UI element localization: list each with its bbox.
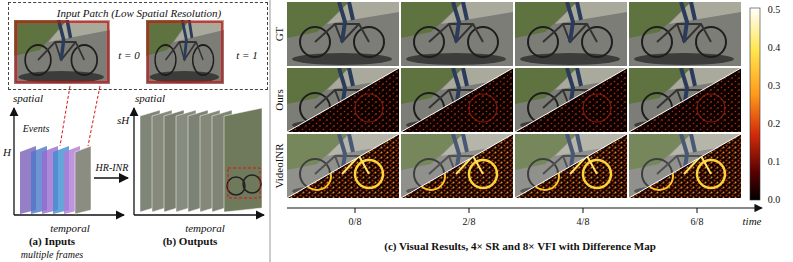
row-label: Ours: [273, 89, 285, 110]
time-tick: 4/8: [577, 216, 590, 227]
colorbar-tick: 0.0: [768, 194, 781, 205]
colorbar-tick: 0.3: [768, 80, 781, 91]
time-tick: 2/8: [463, 216, 476, 227]
row-label: VideoINR: [273, 143, 285, 188]
colorbar-tick: 0.4: [768, 42, 781, 53]
time-tick: 6/8: [691, 216, 704, 227]
time-label: t = 0: [118, 49, 139, 61]
subfigure-caption: (c) Visual Results, 4× SR and 8× VFI wit…: [384, 240, 656, 252]
arrow-label: HR-INR: [96, 162, 129, 173]
colorbar-tick: 0.5: [768, 4, 781, 15]
colorbar-tick: 0.2: [768, 118, 781, 129]
dimension-label: H: [3, 146, 11, 158]
time-tick: 0/8: [349, 216, 362, 227]
panel-heading: Input Patch (Low Spatial Resolution): [57, 7, 221, 19]
axis-label: temporal: [185, 222, 225, 234]
input-patch-panel: Input Patch (Low Spatial Resolution) t = …: [8, 2, 268, 90]
axis-label: spatial: [13, 92, 43, 104]
subfigure-label: (b) Outputs: [163, 235, 218, 247]
time-label: t = 1: [236, 49, 257, 61]
axis-label: temporal: [50, 222, 90, 234]
dimension-label: sH: [117, 114, 129, 126]
axis-label: spatial: [135, 92, 165, 104]
subfigure-label: (a) Inputs: [29, 235, 75, 247]
subfigure-note: multiple frames: [21, 249, 84, 260]
colorbar-tick: 0.1: [768, 156, 781, 167]
events-label: Events: [23, 123, 50, 134]
row-label: GT: [273, 27, 285, 42]
axis-label: time: [743, 215, 762, 227]
